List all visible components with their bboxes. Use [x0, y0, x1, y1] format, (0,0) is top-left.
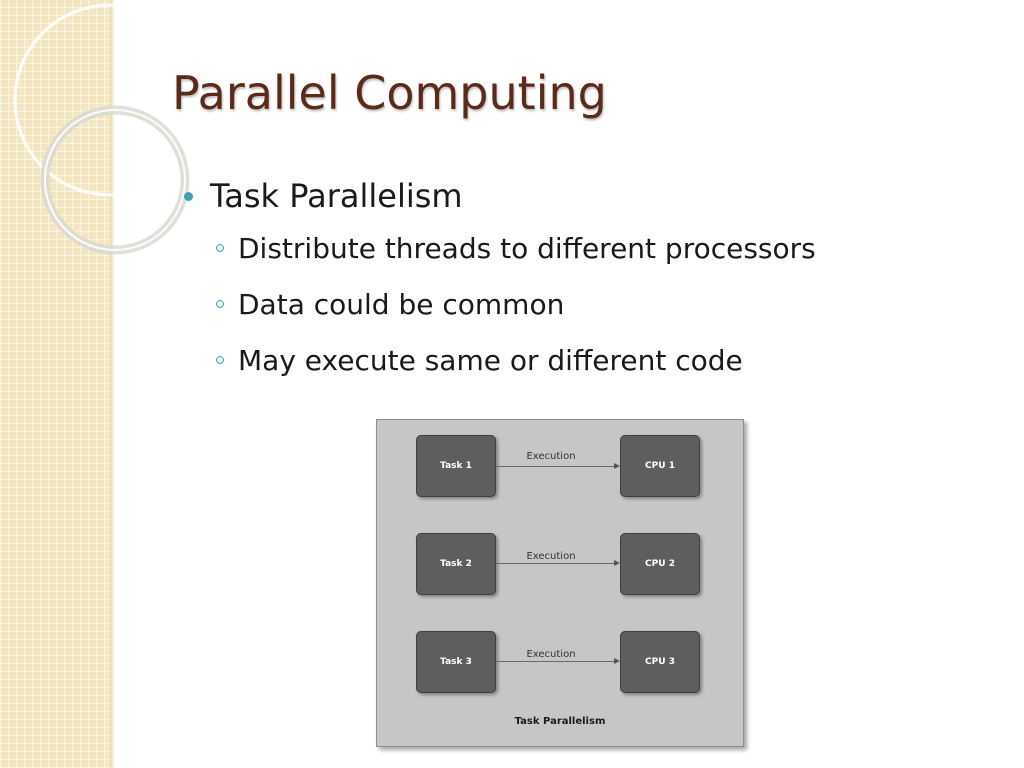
edge-label: Execution — [526, 451, 576, 462]
task-parallelism-diagram: Task 1 Execution CPU 1 Task 2 Execution … — [376, 419, 744, 747]
sub-bullet-item: May execute same or different code — [216, 332, 816, 388]
arrow-head-icon — [614, 463, 620, 469]
diagram-caption: Task Parallelism — [514, 716, 606, 727]
bullet-text: Task Parallelism — [210, 177, 463, 215]
connector-line — [496, 563, 614, 564]
sub-bullet-item: Distribute threads to different processo… — [216, 220, 816, 276]
bullet-list: Task Parallelism Distribute threads to d… — [184, 172, 816, 388]
arrow-head-icon — [614, 560, 620, 566]
sub-bullet-item: Data could be common — [216, 276, 816, 332]
cpu-node: CPU 3 — [620, 631, 700, 693]
sub-bullet-ring-icon — [216, 244, 224, 252]
task-node: Task 2 — [416, 533, 496, 595]
sub-bullet-ring-icon — [216, 300, 224, 308]
connector-line — [496, 466, 614, 467]
bullet-dot-icon — [184, 191, 193, 201]
strip-edge — [110, 0, 114, 768]
sub-bullet-text: Distribute threads to different processo… — [238, 231, 816, 265]
cpu-node: CPU 2 — [620, 533, 700, 595]
sub-bullet-ring-icon — [216, 356, 224, 364]
cpu-node: CPU 1 — [620, 435, 700, 497]
connector-line — [496, 661, 614, 662]
sub-bullet-text: Data could be common — [238, 287, 565, 321]
task-node: Task 3 — [416, 631, 496, 693]
decorative-rings — [13, 3, 200, 255]
edge-label: Execution — [526, 649, 576, 660]
task-node: Task 1 — [416, 435, 496, 497]
arrow-head-icon — [614, 658, 620, 664]
sub-bullet-text: May execute same or different code — [238, 343, 743, 377]
slide-title: Parallel Computing — [172, 66, 607, 120]
edge-label: Execution — [526, 551, 576, 562]
bullet-item: Task Parallelism — [184, 172, 816, 220]
